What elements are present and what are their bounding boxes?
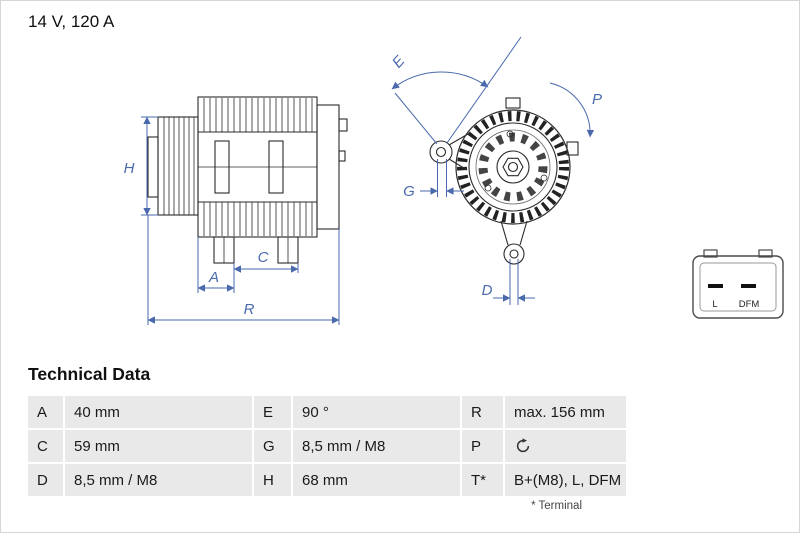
clockwise-rotation-icon <box>516 438 530 453</box>
spec-key-cell: H <box>254 464 291 496</box>
technical-drawing: H A C R <box>124 36 784 325</box>
side-view-dimensions <box>141 116 340 325</box>
spec-key-cell: E <box>254 396 291 428</box>
spec-value-cell: 59 mm <box>65 430 252 462</box>
dimension-label-g: G <box>403 183 415 200</box>
alternator-side-view <box>147 96 348 264</box>
table-title: Technical Data <box>28 364 151 384</box>
spec-key-cell: P <box>462 430 503 462</box>
spec-key-cell: R <box>462 396 503 428</box>
spec-value-cell: B+(M8), L, DFM <box>505 464 626 496</box>
spec-value-cell: 40 mm <box>65 396 252 428</box>
spec-key-cell: T* <box>462 464 503 496</box>
dimension-label-a: A <box>208 269 219 286</box>
spec-value-cell: 8,5 mm / M8 <box>65 464 252 496</box>
dimension-label-c: C <box>258 249 269 266</box>
connector-pin-left-label: L <box>712 299 717 310</box>
dimension-label-p: P <box>592 91 602 108</box>
spec-key-cell: D <box>28 464 63 496</box>
spec-value-cell: max. 156 mm <box>505 396 626 428</box>
technical-data-table: A 40 mm E 90 ° R max. 156 mm C 59 mm G 8… <box>28 396 626 496</box>
connector-plug-detail: L DFM <box>692 249 784 319</box>
dimension-label-h: H <box>124 160 135 177</box>
connector-pin-right <box>741 284 756 288</box>
spec-key-cell: G <box>254 430 291 462</box>
dimension-label-d: D <box>482 282 493 299</box>
spec-value-cell: 68 mm <box>293 464 460 496</box>
spec-value-cell <box>505 430 626 462</box>
spec-value-cell: 8,5 mm / M8 <box>293 430 460 462</box>
spec-value-cell: 90 ° <box>293 396 460 428</box>
dimension-label-r: R <box>244 301 255 318</box>
spec-key-cell: C <box>28 430 63 462</box>
connector-pin-left <box>708 284 723 288</box>
alternator-front-view <box>429 97 579 265</box>
front-view-dimensions <box>391 36 595 305</box>
connector-pin-right-label: DFM <box>739 299 760 310</box>
product-rating: 14 V, 120 A <box>28 12 115 31</box>
dimension-label-e: E <box>389 52 409 72</box>
terminal-footnote: * Terminal <box>531 500 582 512</box>
spec-key-cell: A <box>28 396 63 428</box>
